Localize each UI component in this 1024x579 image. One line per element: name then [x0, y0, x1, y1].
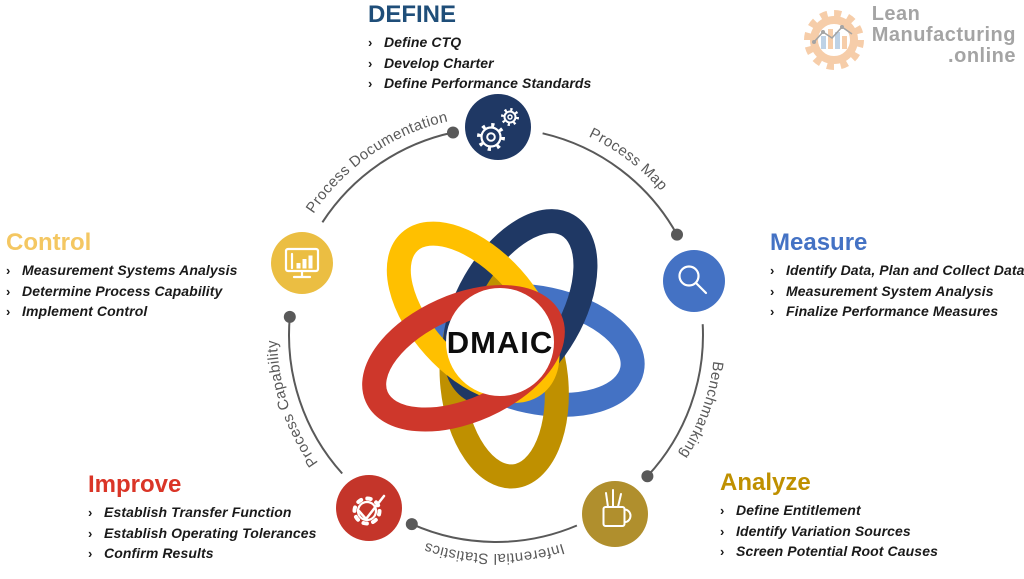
bullet-chevron: ›: [720, 544, 725, 560]
svg-text:Process Map: Process Map: [587, 125, 671, 194]
phase-improve-title: Improve: [88, 471, 182, 498]
node-analyze-circle: [582, 481, 648, 547]
arc-endpoint-dot: [641, 470, 654, 483]
bullet-chevron: ›: [368, 35, 373, 51]
arc-endpoint-dot: [283, 310, 296, 323]
brand-line-2: Manufacturing: [871, 24, 1016, 46]
dmaic-knot: [362, 209, 645, 489]
arc-label-benchmarking: Benchmarking: [676, 360, 726, 461]
phase-control: Control ›Measurement Systems Analysis ›D…: [6, 230, 238, 324]
bullet-chevron: ›: [368, 76, 373, 92]
knot-ribbon-red: [362, 285, 565, 432]
list-item: ›Determine Process Capability: [6, 282, 223, 299]
monitor-chart-icon: [284, 247, 320, 279]
node-analyze: [582, 481, 648, 547]
logo-bars: [820, 29, 847, 49]
bullet-chevron: ›: [770, 304, 775, 320]
list-item: ›Identify Data, Plan and Collect Data: [770, 262, 1024, 279]
bullet-chevron: ›: [720, 503, 725, 519]
brand-logo-text: Lean Manufacturing .online: [872, 4, 1016, 67]
phase-control-title: Control: [6, 229, 92, 256]
gears-icon: [477, 108, 519, 151]
node-measure-circle: [663, 250, 725, 312]
bullet-chevron: ›: [88, 525, 93, 541]
node-improve: [336, 475, 402, 541]
phase-measure: Measure ›Identify Data, Plan and Collect…: [770, 230, 1024, 324]
bullet-chevron: ›: [88, 546, 93, 562]
list-item: ›Measurement Systems Analysis: [6, 262, 238, 279]
list-item: ›Implement Control: [6, 303, 148, 320]
svg-text:Process Capability: Process Capability: [264, 340, 321, 471]
node-control: [271, 232, 333, 294]
knot-center-disc: [446, 288, 554, 396]
arc-endpoint-dots: [283, 126, 683, 531]
bullet-chevron: ›: [770, 263, 775, 279]
logo-trend-line: [811, 25, 853, 44]
node-control-circle: [271, 232, 333, 294]
arc-measure-analyze: [646, 324, 704, 477]
bullet-chevron: ›: [770, 283, 775, 299]
phase-define-items: ›Define CTQ ›Develop Charter ›Define Per…: [368, 34, 591, 91]
node-define-circle: [465, 94, 531, 160]
list-item: ›Measurement System Analysis: [770, 282, 994, 299]
arc-endpoint-dot: [447, 126, 459, 139]
bullet-chevron: ›: [6, 283, 11, 299]
list-item: ›Confirm Results: [88, 545, 214, 562]
center-label: DMAIC: [447, 325, 554, 360]
list-item: ›Define CTQ: [368, 34, 462, 51]
node-measure: [663, 250, 725, 312]
magnifier-icon: [678, 265, 708, 295]
phase-measure-title: Measure: [770, 229, 868, 256]
node-improve-circle: [336, 475, 402, 541]
arc-define-measure: [542, 132, 678, 236]
arc-label-process-capability: Process Capability: [264, 340, 321, 471]
phase-nodes: [271, 94, 725, 547]
arc-label-process-documentation: Process Documentation: [303, 109, 449, 217]
bullet-chevron: ›: [6, 263, 11, 279]
arc-endpoint-dot: [671, 228, 683, 241]
bullet-chevron: ›: [720, 523, 725, 539]
phase-improve-items: ›Establish Transfer Function ›Establish …: [88, 504, 317, 561]
connector-arcs: [288, 131, 704, 543]
bullet-chevron: ›: [88, 505, 93, 521]
phase-improve: Improve ›Establish Transfer Function ›Es…: [88, 472, 317, 566]
arc-improve-control: [288, 316, 343, 475]
check-gear-icon: [352, 494, 386, 526]
pencil-mug-icon: [602, 489, 632, 527]
brand-logo: Lean Manufacturing .online: [802, 4, 1016, 74]
bullet-chevron: ›: [368, 55, 373, 71]
phase-measure-items: ›Identify Data, Plan and Collect Data ›M…: [770, 262, 1024, 319]
svg-text:Process Documentation: Process Documentation: [303, 109, 450, 217]
arc-control-define: [321, 131, 454, 223]
phase-analyze: Analyze ›Define Entitlement ›Identify Va…: [720, 470, 938, 564]
svg-text:Benchmarking: Benchmarking: [676, 360, 726, 461]
list-item: ›Establish Operating Tolerances: [88, 524, 317, 541]
list-item: ›Define Entitlement: [720, 502, 861, 519]
phase-analyze-title: Analyze: [720, 469, 811, 496]
bullet-chevron: ›: [6, 304, 11, 320]
phase-define: DEFINE ›Define CTQ ›Develop Charter ›Def…: [368, 2, 591, 96]
brand-line-3: .online: [948, 45, 1016, 67]
phase-analyze-items: ›Define Entitlement ›Identify Variation …: [720, 502, 938, 559]
arc-analyze-improve: [411, 523, 578, 543]
list-item: ›Screen Potential Root Causes: [720, 543, 938, 560]
list-item: ›Finalize Performance Measures: [770, 303, 999, 320]
brand-line-1: Lean: [871, 3, 921, 25]
phase-define-title: DEFINE: [368, 1, 457, 28]
node-define: [465, 94, 531, 160]
phase-control-items: ›Measurement Systems Analysis ›Determine…: [6, 262, 238, 319]
arc-label-process-map: Process Map: [587, 125, 671, 194]
list-item: ›Define Performance Standards: [368, 75, 592, 92]
list-item: ›Develop Charter: [368, 54, 494, 71]
gear-chart-logo-icon: [803, 10, 864, 70]
list-item: ›Establish Transfer Function: [88, 504, 292, 521]
list-item: ›Identify Variation Sources: [720, 522, 911, 539]
arc-endpoint-dot: [405, 518, 418, 531]
